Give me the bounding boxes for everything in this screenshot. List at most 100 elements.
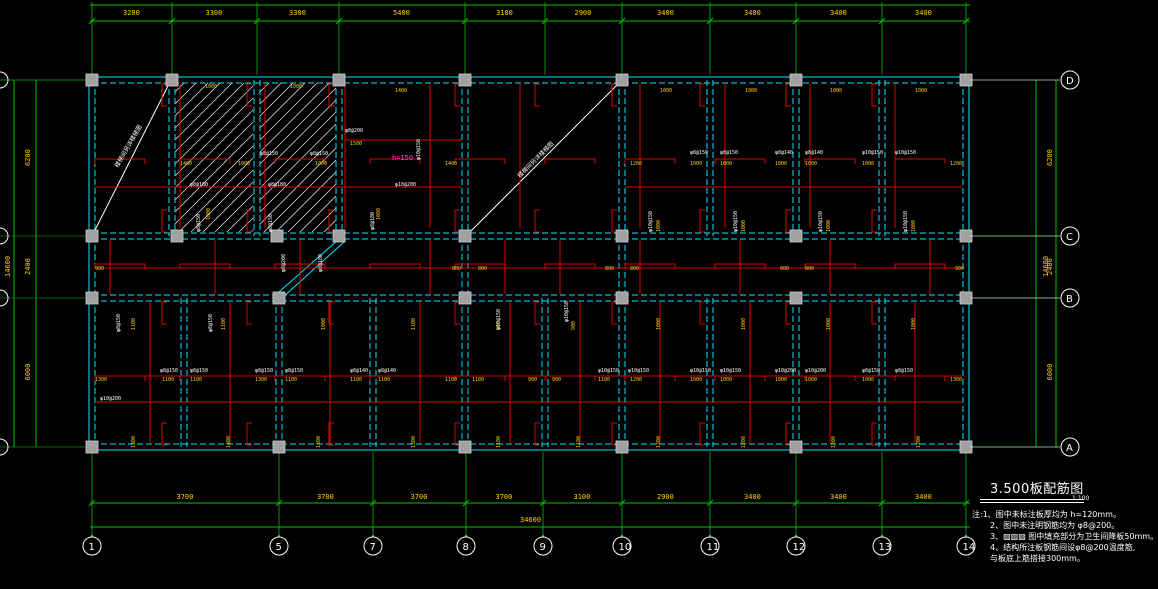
column [615, 440, 629, 454]
bottom-dim-text: 3700 [496, 493, 513, 501]
rebar-callout: φ10@150 [690, 368, 711, 374]
bathroom-hatch [323, 219, 337, 233]
top-rebar [274, 158, 326, 164]
top-rebar [871, 83, 877, 107]
stair-label: 楼梯间另详楼梯图 [113, 123, 144, 169]
slab-thickness-label: h=150 [392, 154, 413, 162]
top-rebar [246, 422, 252, 446]
rebar-length-text: 1200 [656, 436, 662, 448]
top-dim-text: 3100 [496, 9, 513, 17]
dim-tick [461, 17, 469, 25]
top-rebar [699, 83, 705, 107]
top-rebar [274, 263, 326, 269]
top-rebar [611, 209, 617, 233]
rebar-callout: φ10@150 [564, 301, 570, 322]
axis-bubble-x [700, 536, 720, 556]
top-rebar [785, 209, 791, 233]
column [615, 229, 629, 243]
rebar-callout: φ8@150 [310, 151, 328, 157]
bathroom-hatch [174, 133, 254, 213]
rebar-length-text: 1400 [226, 436, 232, 448]
rebar-length-text: 800 [630, 266, 639, 272]
rebar-callout: φ8@140 [805, 150, 823, 156]
top-rebar [246, 301, 252, 325]
rebar-callout: φ10@200 [805, 368, 826, 374]
stair-diagonal [271, 239, 339, 299]
top-rebar [804, 263, 856, 269]
rebar-length-text: 1000 [656, 220, 662, 232]
axis-label-x: 12 [793, 542, 806, 553]
title-underline [980, 499, 1084, 503]
top-rebar [179, 263, 231, 269]
hatch-layer [174, 82, 337, 233]
column [165, 73, 179, 87]
rebar-length-text: 1000 [690, 377, 702, 383]
left-total-dim-text: 14600 [4, 256, 12, 277]
right-total-dim-text: 14600 [1042, 256, 1050, 277]
rebar-callout: φ10@150 [862, 150, 883, 156]
top-rebar [714, 375, 766, 381]
dim-tick [618, 499, 626, 507]
axis-label-x: 5 [276, 542, 282, 553]
stair-label: 楼梯间另详楼梯图 [516, 140, 556, 180]
top-rebar [544, 263, 596, 269]
top-rebar [544, 158, 596, 164]
bottom-dim-text: 2900 [657, 493, 674, 501]
top-rebar [894, 263, 946, 269]
bathroom-hatch [174, 145, 254, 225]
column [270, 229, 284, 243]
rebar-length-text: 1200 [630, 377, 642, 383]
top-rebar [161, 422, 167, 446]
top-rebar [328, 83, 334, 107]
top-dim-text: 2900 [575, 9, 592, 17]
top-rebar [624, 263, 676, 269]
bathroom-hatch [259, 111, 337, 189]
rebar-length-text: 1000 [720, 161, 732, 167]
rebar-length-text: 1400 [445, 161, 457, 167]
bottom-dim-text: 3700 [411, 493, 428, 501]
axis-bubble-x [456, 536, 476, 556]
axis-bubble-y-left [0, 289, 9, 307]
rebar-length-text: 900 [552, 377, 561, 383]
drawing-title: 3.500板配筋图 [990, 482, 1084, 497]
bathroom-hatch [259, 99, 337, 177]
column [458, 291, 472, 305]
column [789, 229, 803, 243]
top-rebar [454, 422, 460, 446]
bathroom-hatch [259, 147, 337, 225]
top-rebar [328, 209, 334, 233]
rebar-callout: φ8@200 [281, 254, 287, 272]
rebar-length-text: 1300 [131, 436, 137, 448]
axis-bubble-x [269, 536, 289, 556]
stair-diagonal [94, 85, 169, 231]
rebar-length-text: 1200 [630, 161, 642, 167]
axis-bubble-x [956, 536, 976, 556]
rebar-callout: φ8@150 [255, 368, 273, 374]
rebar-callout: φ8@150 [285, 368, 303, 374]
axis-bubble-y-left [0, 71, 9, 89]
rebar-length-text: 1100 [576, 436, 582, 448]
dim-tick [962, 499, 970, 507]
rebar-length-text: 1100 [350, 377, 362, 383]
rebar-length-text: 1500 [350, 141, 362, 147]
rebar-length-text: 1200 [831, 436, 837, 448]
stair-diagonal [281, 241, 345, 299]
rebar-callout: φ8@150 [116, 314, 122, 332]
top-rebar [454, 158, 506, 164]
top-rebar [714, 263, 766, 269]
top-dim-text: 3400 [915, 9, 932, 17]
top-dim-text: 3200 [123, 9, 140, 17]
bottom-dim-text: 3400 [915, 493, 932, 501]
top-rebar [534, 209, 540, 233]
rebar-length-text: 1000 [775, 377, 787, 383]
stair-diagonal [469, 83, 619, 233]
axis-label-y: A [1066, 443, 1073, 454]
top-rebar [714, 158, 766, 164]
rebar-length-text: 1000 [830, 88, 842, 94]
rebar-length-text: 1200 [741, 436, 747, 448]
rebar-length-text: 1100 [190, 377, 202, 383]
top-dim-text: 3400 [830, 9, 847, 17]
dimension-layer [0, 2, 1060, 535]
rebar-callout: φ10@150 [648, 211, 654, 232]
